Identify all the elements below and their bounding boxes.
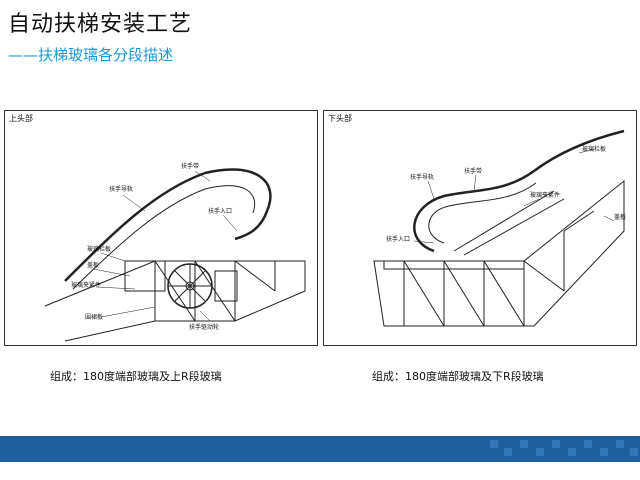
callout-glass-skirt: 玻璃栏板 [87, 245, 111, 253]
truss-verticals [403, 231, 565, 326]
drive-wheel-spokes [168, 264, 212, 308]
caption-upper-head: 组成：180度端部玻璃及上R段玻璃 [50, 370, 222, 383]
upper-head-label: 上头部 [9, 114, 33, 123]
handrail-loop [413, 129, 625, 253]
landing-plate [383, 260, 525, 270]
handrail-guide-line [72, 185, 256, 290]
callout-glass-clamp: 玻璃夹紧件 [530, 191, 560, 199]
handrail-loop [64, 168, 272, 282]
callout-handrail-entry: 扶手入口 [386, 235, 410, 243]
callout-drive-wheel: 扶手驱动轮 [189, 323, 219, 331]
callout-handrail-entry: 扶手入口 [208, 207, 232, 215]
callout-handrail-guide: 扶手导轨 [410, 173, 434, 181]
callout-handrail-belt: 扶手带 [464, 167, 482, 175]
diagram-upper-head: 扶手带 扶手导轨 扶手入口 玻璃栏板 盖板 玻璃夹紧件 围裙板 扶手驱动轮 上头… [4, 110, 318, 346]
callout-handrail-guide: 扶手导轨 [109, 185, 133, 193]
callout-panel: 盖板 [87, 261, 99, 269]
callout-glass-skirt: 玻璃栏板 [582, 145, 606, 153]
truss-diagonals [403, 210, 595, 327]
lower-head-drawing: 玻璃栏板 扶手带 扶手导轨 玻璃夹紧件 盖板 扶手入口 [373, 129, 626, 327]
handrail-guide-line [428, 182, 537, 244]
diagram-lower-head: 玻璃栏板 扶手带 扶手导轨 玻璃夹紧件 盖板 扶手入口 下头部 [323, 110, 637, 346]
truss-outline [373, 179, 625, 327]
callout-panel: 盖板 [614, 213, 626, 221]
skirt-block [124, 260, 166, 292]
footer-band [0, 436, 640, 462]
lower-head-label: 下头部 [328, 114, 352, 123]
glass-edge [453, 190, 565, 256]
callout-glass-clamp: 玻璃夹紧件 [71, 281, 101, 289]
drive-box [214, 270, 238, 302]
page-title: 自动扶梯安装工艺 [8, 12, 193, 37]
footer-pattern [490, 440, 638, 456]
upper-head-drawing: 扶手带 扶手导轨 扶手入口 玻璃栏板 盖板 玻璃夹紧件 围裙板 扶手驱动轮 [44, 162, 306, 342]
page-subtitle: ——扶梯玻璃各分段描述 [8, 46, 174, 64]
footer-stripe [0, 462, 640, 480]
callout-ring-panel: 围裙板 [85, 313, 103, 321]
callout-handrail-belt: 扶手带 [181, 162, 199, 170]
caption-lower-head: 组成：180度端部玻璃及下R段玻璃 [372, 370, 544, 383]
